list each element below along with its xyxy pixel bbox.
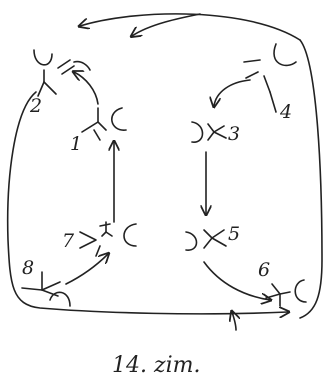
top-left-arrow xyxy=(80,13,301,41)
node-1-symbol xyxy=(81,107,127,141)
arrow-4-to-3 xyxy=(214,79,251,106)
caption: 14. zim. xyxy=(112,353,200,378)
arrow-8-to-7 xyxy=(65,254,108,285)
node-7-symbol xyxy=(79,221,137,257)
node-label-3: 3 xyxy=(228,123,240,145)
node-label-8: 8 xyxy=(22,257,34,279)
node-label-5: 5 xyxy=(228,223,240,245)
node-2-symbol xyxy=(33,49,91,97)
node-label-4: 4 xyxy=(279,101,292,123)
loop-entry-arrow xyxy=(232,312,236,331)
node-8-symbol xyxy=(21,271,71,307)
arrow-1-to-2 xyxy=(74,72,99,105)
node-3-symbol xyxy=(191,121,227,143)
arrow-5-to-6 xyxy=(203,261,270,300)
top-loop-arrow xyxy=(299,39,323,319)
node-label-2: 2 xyxy=(29,95,42,117)
node-label-6: 6 xyxy=(258,259,270,281)
node-label-1: 1 xyxy=(70,133,82,155)
node-5-symbol xyxy=(185,229,227,251)
node-label-7: 7 xyxy=(62,230,75,252)
top-mid-arrow xyxy=(132,13,201,36)
outer-loop-arrow xyxy=(6,91,288,314)
node-4-symbol xyxy=(243,43,297,113)
node-6-symbol xyxy=(265,279,307,307)
